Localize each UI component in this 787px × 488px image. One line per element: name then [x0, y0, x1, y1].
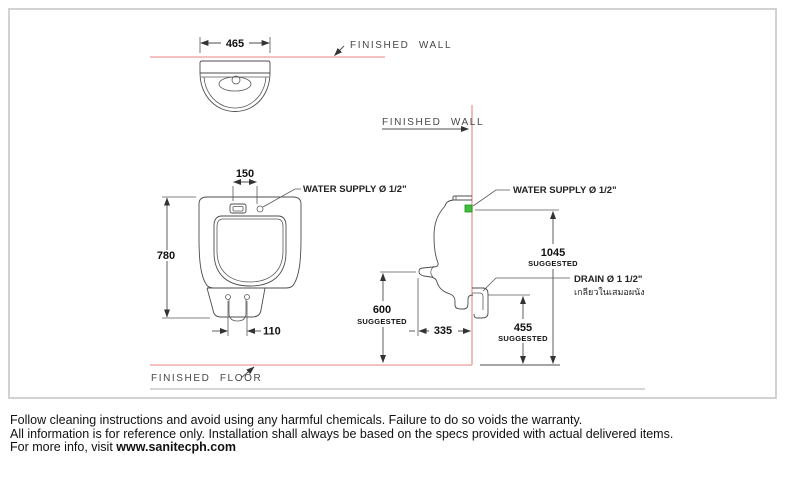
drain-label: DRAIN Ø 1 1/2" เกลียวในเสมอผนัง	[482, 274, 645, 298]
dimension-780: 780	[152, 196, 210, 319]
dimension-600: 600 SUGGESTED	[357, 271, 416, 364]
drawing-frame	[8, 8, 777, 399]
dimension-1045: 1045 SUGGESTED	[475, 209, 579, 365]
footer-line-1: Follow cleaning instructions and avoid u…	[10, 413, 583, 427]
finished-floor-label: FINISHED FLOOR	[151, 366, 262, 384]
drain-text: DRAIN Ø 1 1/2"	[574, 274, 642, 285]
footer-line-2: All information is for reference only. I…	[10, 426, 674, 441]
drain-housing-front	[206, 287, 266, 318]
dim-150-text: 150	[236, 168, 254, 180]
urinal-top-view	[199, 60, 271, 112]
dim-600-suggested: SUGGESTED	[357, 317, 407, 326]
dimension-465: 465	[199, 37, 271, 53]
dim-455-suggested: SUGGESTED	[498, 334, 548, 343]
urinal-front-view	[198, 196, 302, 322]
finished-wall-side-text: FINISHED WALL	[382, 117, 484, 128]
drain-note-thai-text: เกลียวในเสมอผนัง	[574, 287, 645, 298]
supply-hole-front	[256, 205, 264, 213]
dim-1045-suggested: SUGGESTED	[528, 259, 578, 268]
dim-110-text: 110	[263, 326, 281, 338]
dimension-110: 110	[212, 301, 281, 338]
finished-wall-label-top: FINISHED WALL	[334, 40, 452, 56]
dimension-455: 455 SUGGESTED	[488, 294, 548, 365]
finished-wall-label-side: FINISHED WALL	[382, 117, 484, 133]
dim-465-text: 465	[226, 38, 244, 50]
dimension-335: 335	[409, 278, 472, 337]
dimension-150: 150	[232, 168, 258, 204]
footer-notes: Follow cleaning instructions and avoid u…	[10, 413, 674, 455]
dim-780-text: 780	[157, 250, 175, 262]
footer-line-3-prefix: For more info, visit	[10, 440, 117, 455]
water-supply-front-text: WATER SUPPLY Ø 1/2"	[303, 184, 407, 195]
urinal-side-view	[418, 195, 489, 319]
water-supply-side-text: WATER SUPPLY Ø 1/2"	[513, 185, 617, 196]
water-supply-label-front: WATER SUPPLY Ø 1/2"	[262, 184, 407, 208]
footer-line-3: For more info, visit www.sanitecph.com	[10, 440, 673, 455]
finished-floor-text: FINISHED FLOOR	[151, 373, 262, 384]
drain-spud-side	[472, 287, 489, 319]
dim-335-text: 335	[434, 325, 452, 337]
finished-wall-top-text: FINISHED WALL	[350, 40, 452, 51]
dim-455-text: 455	[514, 322, 532, 334]
dim-1045-text: 1045	[541, 247, 565, 259]
dim-600-text: 600	[373, 304, 391, 316]
website-url: www.sanitecph.com	[116, 440, 236, 455]
water-supply-label-side: WATER SUPPLY Ø 1/2"	[472, 185, 617, 207]
supply-fitting-side	[464, 204, 473, 213]
